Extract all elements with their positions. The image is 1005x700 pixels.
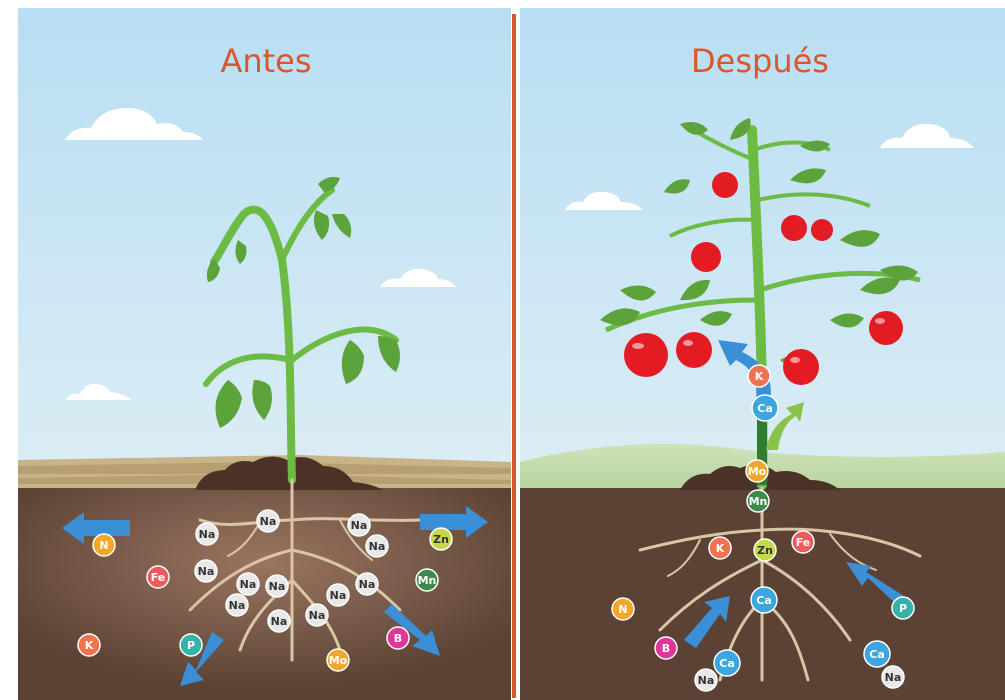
ion-label: Na xyxy=(260,515,277,528)
tomato-icon xyxy=(691,242,721,272)
ion-label: Mo xyxy=(329,654,348,667)
tomato-icon xyxy=(869,311,903,345)
tomato-icon xyxy=(783,349,819,385)
ion-label: Na xyxy=(309,609,326,622)
ion-label: N xyxy=(618,603,627,616)
before-title: Antes xyxy=(220,42,311,80)
ion-label: N xyxy=(99,539,108,552)
ion-label: Ca xyxy=(869,648,885,661)
ion-label: Na xyxy=(369,540,386,553)
ion-label: Ca xyxy=(719,657,735,670)
ion-label: Zn xyxy=(433,533,449,546)
ion-label: Na xyxy=(271,615,288,628)
after-title: Después xyxy=(691,42,829,80)
ion-label: B xyxy=(394,632,402,645)
ion-label: Mn xyxy=(749,495,768,508)
ion-label: Na xyxy=(229,599,246,612)
ion-label: K xyxy=(716,542,725,555)
ion-label: Na xyxy=(698,674,715,687)
ion-label: Mn xyxy=(418,574,437,587)
tomato-icon xyxy=(781,215,807,241)
ion-label: Zn xyxy=(757,544,773,557)
ion-label: K xyxy=(85,639,94,652)
ion-label: Na xyxy=(269,580,286,593)
ion-label: Na xyxy=(198,565,215,578)
tomato-icon xyxy=(811,219,833,241)
ion-label: B xyxy=(662,642,670,655)
ion-label: P xyxy=(899,602,907,615)
ion-label: K xyxy=(755,370,764,383)
ion-label: Ca xyxy=(756,594,772,607)
ion-label: Na xyxy=(330,589,347,602)
ion-label: Na xyxy=(240,578,257,591)
ion-label: Mo xyxy=(748,465,767,478)
ion-label: Na xyxy=(199,528,216,541)
tomato-icon xyxy=(676,332,712,368)
ion-label: Fe xyxy=(151,571,166,584)
ion-label: Na xyxy=(885,671,902,684)
ion-label: Ca xyxy=(757,402,773,415)
ion-label: Na xyxy=(351,519,368,532)
tomato-icon xyxy=(624,333,668,377)
ion-label: Fe xyxy=(796,536,811,549)
tomato-icon xyxy=(712,172,738,198)
ion-label: P xyxy=(187,639,195,652)
ion-label: Na xyxy=(359,578,376,591)
panel-divider xyxy=(512,14,516,698)
